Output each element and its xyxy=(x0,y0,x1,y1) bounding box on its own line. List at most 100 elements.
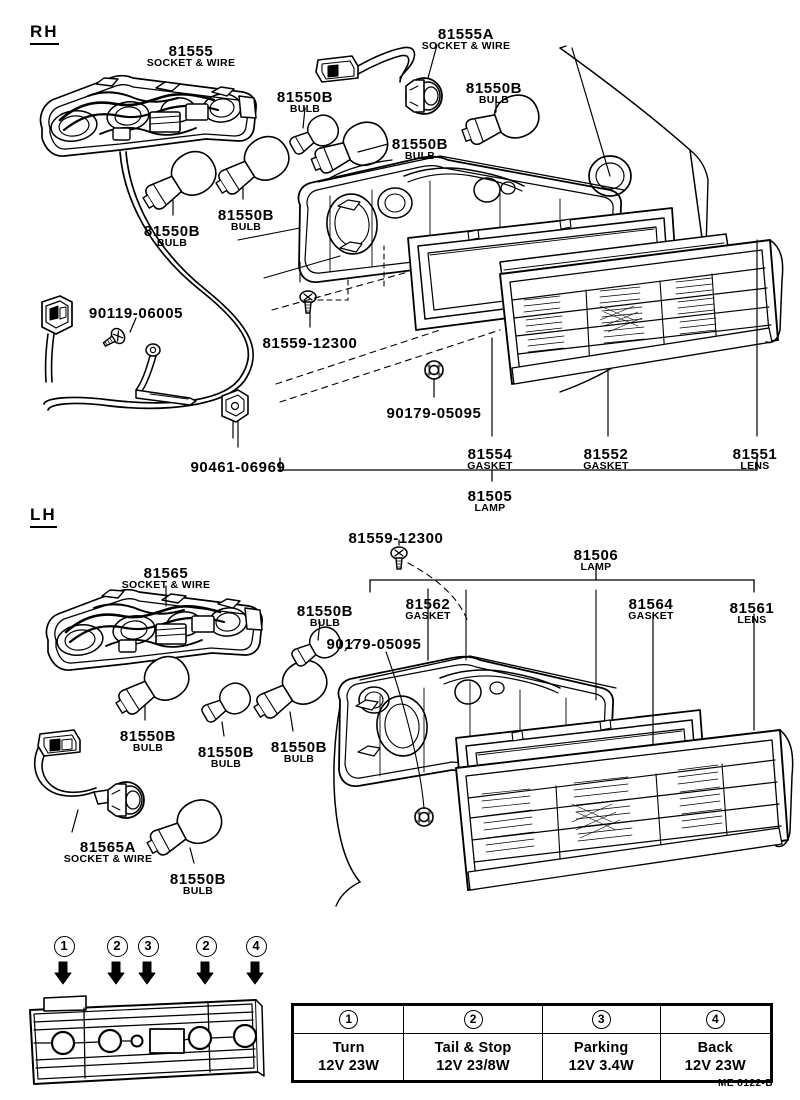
lh-lens-81561-artwork xyxy=(455,729,794,891)
part-label-clip-90461-06969: 90461-06969 xyxy=(190,460,285,475)
rh-connector-artwork xyxy=(41,295,73,383)
part-number: 81565A xyxy=(79,839,137,856)
part-number: 81551 xyxy=(732,446,778,463)
part-description: BULB xyxy=(404,150,436,162)
part-number: 81505 xyxy=(467,488,513,505)
lh-body-panel-artwork xyxy=(333,705,361,907)
legend-number-cell: 4 xyxy=(659,1004,772,1035)
legend-circled-number: 3 xyxy=(591,1010,611,1030)
legend-number-cell: 2 xyxy=(403,1004,543,1035)
lh-bulb-5-artwork xyxy=(139,792,230,868)
part-description: BULB xyxy=(289,103,321,115)
part-number: 81554 xyxy=(467,446,513,463)
part-description: LAMP xyxy=(580,561,612,573)
part-number: 81550B xyxy=(296,603,354,620)
lh-socket-wire-81565a-artwork xyxy=(33,729,145,819)
section-heading-rh: RH xyxy=(30,22,59,45)
part-description: SOCKET & WIRE xyxy=(63,853,153,865)
part-number: 81550B xyxy=(276,89,334,106)
part-number: 81565 xyxy=(143,565,189,582)
part-description: BULB xyxy=(230,221,262,233)
part-label-screw-90119-06005: 90119-06005 xyxy=(89,306,183,321)
part-number: 81559-12300 xyxy=(348,530,444,547)
rh-screw-81559-artwork xyxy=(299,290,317,314)
part-description: BULB xyxy=(156,237,188,249)
part-description: BULB xyxy=(182,885,214,897)
callout-arrows-artwork xyxy=(54,961,264,985)
rh-socket-wire-artwork xyxy=(39,74,257,411)
part-description: SOCKET & WIRE xyxy=(146,57,236,69)
legend-circled-number: 2 xyxy=(463,1010,483,1030)
rh-lens-81551-artwork xyxy=(499,239,784,385)
legend-function-name: Turn xyxy=(332,1040,365,1057)
part-number: 90179-05095 xyxy=(326,636,422,653)
part-description: LENS xyxy=(740,460,770,472)
callout-number: 4 xyxy=(245,936,267,957)
part-number: 81550B xyxy=(391,136,449,153)
part-label-nut-90179-05095: 90179-05095 xyxy=(386,406,481,421)
legend-number-cell: 3 xyxy=(541,1004,661,1035)
part-number: 81550B xyxy=(169,871,227,888)
callout-marker-1: 1 xyxy=(53,936,75,957)
callout-number: 2 xyxy=(195,936,217,957)
part-label-nut-90179-05095-lh: 90179-05095 xyxy=(326,637,421,652)
part-description: BULB xyxy=(283,753,315,765)
part-number: 90119-06005 xyxy=(88,305,184,322)
section-heading-lh: LH xyxy=(30,505,57,528)
lh-bulb-3-artwork xyxy=(245,652,336,731)
part-description: LENS xyxy=(737,614,767,626)
rh-terminal-artwork xyxy=(135,343,197,406)
part-description: BULB xyxy=(478,94,510,106)
callout-number: 3 xyxy=(137,936,159,957)
part-description: GASKET xyxy=(405,610,451,622)
part-description: BULB xyxy=(309,617,341,629)
legend-function-name: Parking xyxy=(573,1040,629,1057)
part-number: 81564 xyxy=(628,596,674,613)
legend-number-cell: 1 xyxy=(292,1004,405,1035)
screw-90119-06005-artwork xyxy=(99,325,129,353)
part-number: 90179-05095 xyxy=(386,405,482,422)
callout-lens-schematic-artwork xyxy=(29,995,265,1085)
drawing-code: ME 8122-B xyxy=(718,1078,774,1089)
callout-marker-4: 2 xyxy=(195,936,217,957)
legend-circled-number: 1 xyxy=(339,1010,359,1030)
part-number: 90461-06969 xyxy=(190,459,286,476)
callout-marker-5: 4 xyxy=(245,936,267,957)
part-description: BULB xyxy=(132,742,164,754)
legend-bulb-rating: 12V 23/8W xyxy=(436,1058,510,1075)
part-number: 81550B xyxy=(197,744,255,761)
callout-number: 1 xyxy=(53,936,75,957)
part-number: 81550B xyxy=(119,728,177,745)
part-description: SOCKET & WIRE xyxy=(421,40,511,52)
part-number: 81550B xyxy=(143,223,201,240)
part-description: BULB xyxy=(210,758,242,770)
lh-bulb-2-small-artwork xyxy=(196,677,257,730)
rh-nut-90179-artwork xyxy=(424,360,444,380)
part-description: LAMP xyxy=(474,502,506,514)
part-label-screw-81559-12300-lh: 81559-12300 xyxy=(348,531,443,546)
